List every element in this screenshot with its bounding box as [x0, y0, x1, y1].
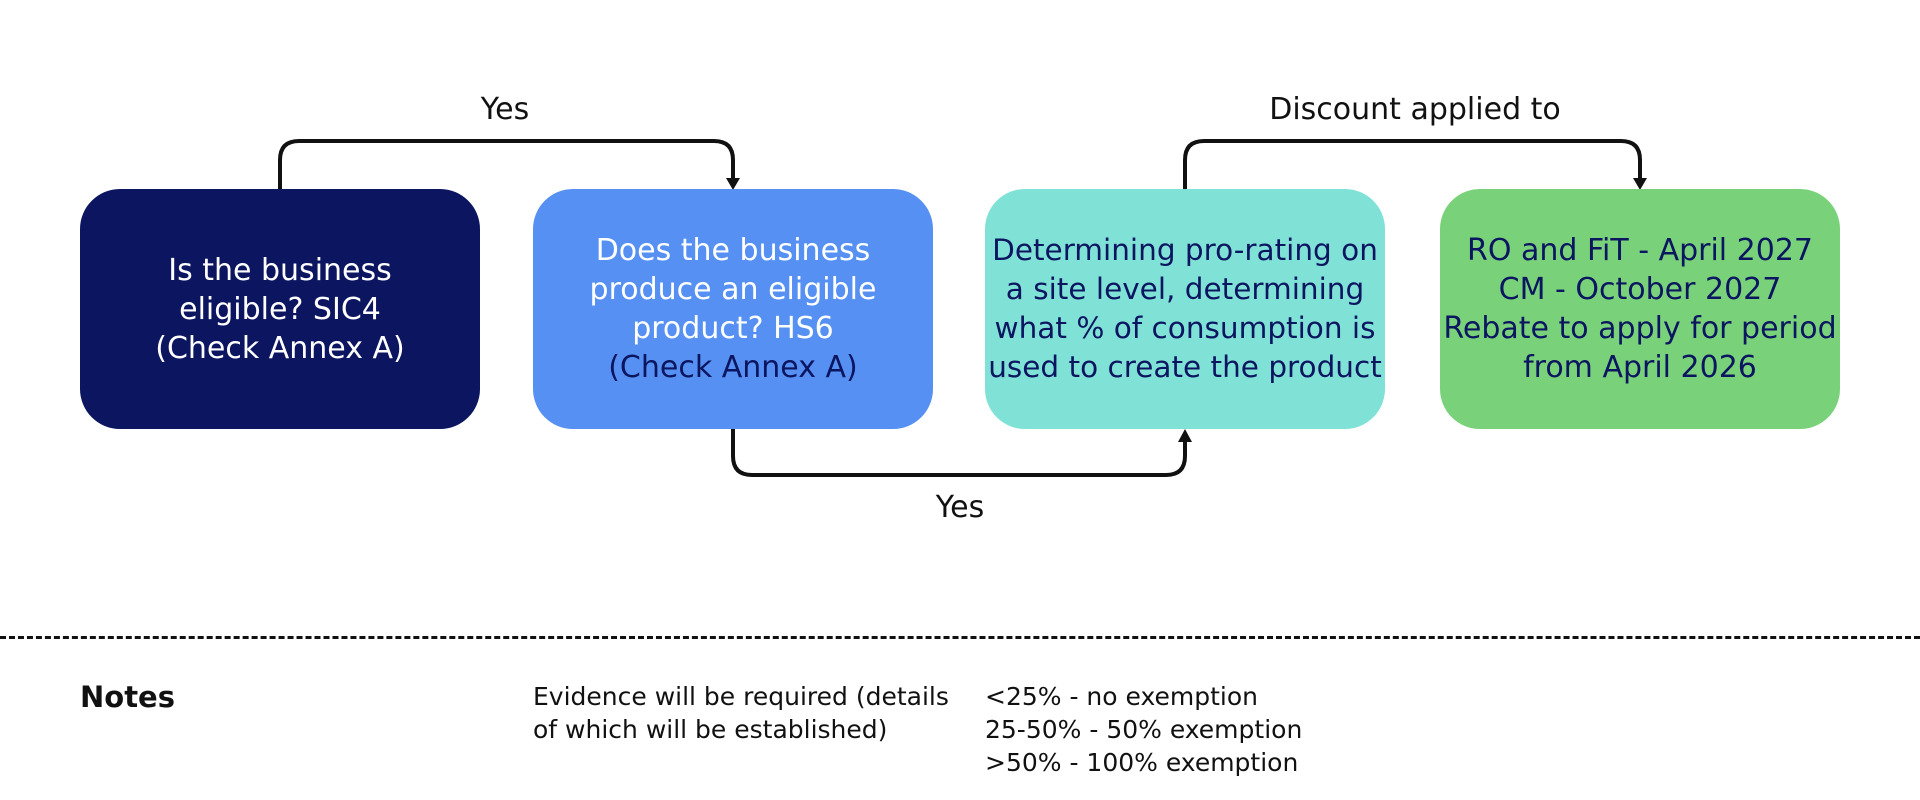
box-text: Does the business produce an eligible pr… [590, 231, 877, 387]
note-line: <25% - no exemption [985, 682, 1258, 711]
box-line: Rebate to apply for period [1443, 311, 1837, 346]
box-eligible-business: Is the business eligible? SIC4 (Check An… [80, 189, 480, 429]
connector-yes-1 [278, 139, 735, 189]
arrowhead-2 [1178, 429, 1192, 442]
box-line: Does the business [595, 233, 871, 268]
box-line: eligible? SIC4 [179, 291, 381, 327]
arrowhead-3 [1633, 178, 1647, 190]
dashed-divider [0, 636, 1920, 639]
arrowhead-1 [726, 178, 740, 190]
note-evidence: Evidence will be required (details of wh… [533, 680, 949, 746]
box-line: CM - October 2027 [1498, 272, 1782, 307]
box-pro-rating: Determining pro-rating on a site level, … [985, 189, 1385, 429]
box-line: from April 2026 [1523, 350, 1757, 385]
note-line: >50% - 100% exemption [985, 748, 1299, 777]
note-line: 25-50% - 50% exemption [985, 715, 1303, 744]
connector-label-discount: Discount applied to [1269, 92, 1561, 127]
box-line: RO and FiT - April 2027 [1466, 233, 1814, 268]
note-thresholds: <25% - no exemption 25-50% - 50% exempti… [985, 680, 1302, 779]
connector-label-yes-1: Yes [480, 92, 530, 127]
notes-title: Notes [80, 680, 175, 714]
box-line: (Check Annex A) [608, 350, 858, 385]
connector-label-yes-2: Yes [935, 490, 985, 525]
connector-yes-2 [731, 429, 1187, 477]
box-eligible-product: Does the business produce an eligible pr… [533, 189, 933, 429]
box-line: used to create the product [988, 350, 1382, 384]
box-line: a site level, determining [1005, 272, 1365, 306]
box-line: produce an eligible [589, 272, 877, 307]
box-line: what % of consumption is [994, 311, 1376, 345]
note-line: of which will be established) [533, 715, 888, 744]
box-text: RO and FiT - April 2027 CM - October 202… [1443, 231, 1836, 387]
box-line: Is the business [168, 252, 392, 288]
connector-discount [1183, 139, 1642, 189]
box-line: product? HS6 [632, 311, 834, 346]
note-line: Evidence will be required (details [533, 682, 949, 711]
box-discount-dates: RO and FiT - April 2027 CM - October 202… [1440, 189, 1840, 429]
box-text: Determining pro-rating on a site level, … [988, 231, 1382, 387]
box-text: Is the business eligible? SIC4 (Check An… [155, 251, 405, 368]
box-line: Determining pro-rating on [992, 233, 1378, 267]
box-line: (Check Annex A) [155, 330, 405, 366]
